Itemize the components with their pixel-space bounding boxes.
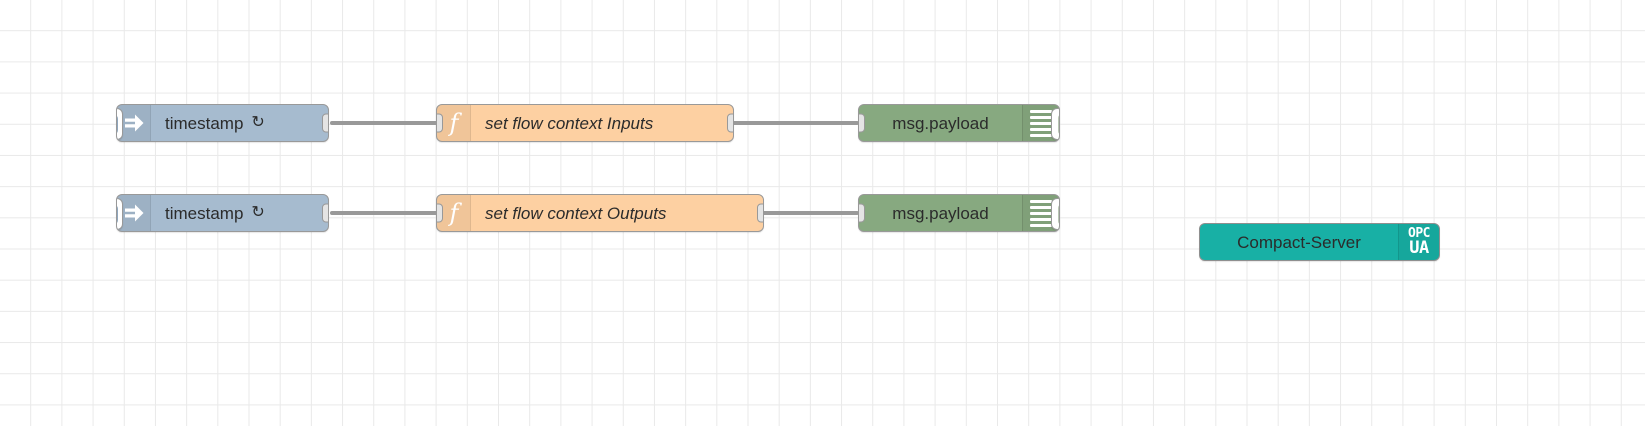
inject-node-2[interactable]: timestamp ↻ <box>116 194 329 232</box>
function-input-port-2[interactable] <box>437 203 443 223</box>
svg-text:f: f <box>447 110 462 136</box>
inject-node-label-2: timestamp ↻ <box>151 195 279 231</box>
inject-node-1[interactable]: timestamp ↻ <box>116 104 329 142</box>
function-output-port-1[interactable] <box>727 113 733 133</box>
debug-bars-glyph-2 <box>1030 199 1052 227</box>
function-node-label-1: set flow context Inputs <box>485 113 654 133</box>
function-f-icon-2: f <box>437 195 471 231</box>
inject-trigger-button-1[interactable] <box>117 108 123 140</box>
wire-inject-to-function-2[interactable] <box>330 211 438 215</box>
wire-function-to-debug-2[interactable] <box>762 211 859 215</box>
debug-enable-toggle-inner-1 <box>1058 113 1059 135</box>
debug-enable-toggle-2[interactable] <box>1051 198 1059 230</box>
debug-node-1[interactable]: msg.payload <box>858 104 1060 142</box>
svg-text:f: f <box>447 200 462 226</box>
opcua-server-node[interactable]: Compact-Server OPC UA <box>1199 223 1440 261</box>
wire-inject-to-function-1[interactable] <box>330 121 438 125</box>
opc-ua-icon: OPC UA <box>1398 224 1439 260</box>
debug-node-2[interactable]: msg.payload <box>858 194 1060 232</box>
function-node-2[interactable]: f set flow context Outputs <box>436 194 764 232</box>
opc-ua-icon-line2: UA <box>1409 237 1429 258</box>
inject-label-text-2: timestamp <box>165 203 244 223</box>
inject-trigger-button-inner-1 <box>117 113 118 135</box>
inject-label-text-1: timestamp <box>165 113 244 133</box>
function-node-1[interactable]: f set flow context Inputs <box>436 104 734 142</box>
debug-enable-toggle-inner-2 <box>1058 203 1059 225</box>
debug-bars-glyph-1 <box>1030 109 1052 137</box>
opcua-server-label: Compact-Server <box>1237 232 1361 252</box>
inject-output-port-2[interactable] <box>322 203 328 223</box>
debug-input-port-1[interactable] <box>859 113 865 133</box>
inject-repeat-icon-1: ↻ <box>251 114 265 131</box>
function-input-port-1[interactable] <box>437 113 443 133</box>
debug-node-label-2: msg.payload <box>892 203 989 223</box>
inject-trigger-button-inner-2 <box>117 203 118 225</box>
inject-trigger-button-2[interactable] <box>117 198 123 230</box>
debug-enable-toggle-1[interactable] <box>1051 108 1059 140</box>
opc-ua-icon-line1: OPC <box>1408 225 1430 241</box>
wire-function-to-debug-1[interactable] <box>732 121 859 125</box>
inject-repeat-icon-2: ↻ <box>251 204 265 221</box>
inject-output-port-1[interactable] <box>322 113 328 133</box>
debug-input-port-2[interactable] <box>859 203 865 223</box>
function-node-label-2: set flow context Outputs <box>485 203 667 223</box>
inject-node-label-1: timestamp ↻ <box>151 105 279 141</box>
function-output-port-2[interactable] <box>757 203 763 223</box>
debug-node-label-1: msg.payload <box>892 113 989 133</box>
